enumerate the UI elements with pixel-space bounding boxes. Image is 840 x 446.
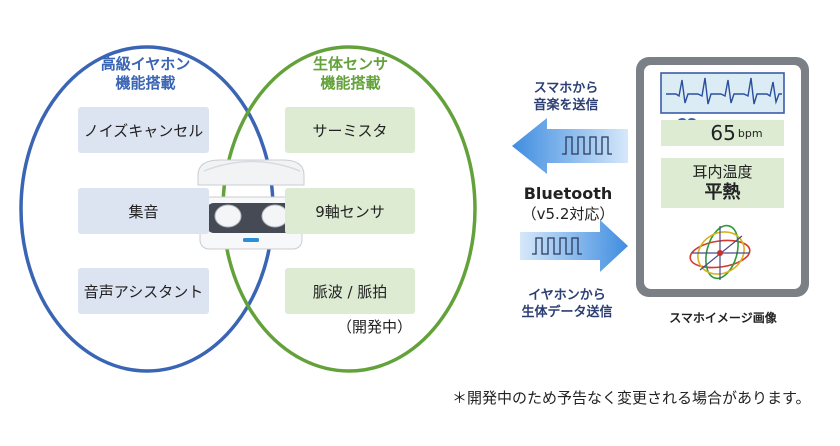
bpm-value: 65 [710,121,736,145]
ecg-panel [660,72,785,114]
bpm-unit: bpm [737,126,763,140]
temperature-label: 耳内温度 [692,163,753,181]
arrow-to-earbuds [512,118,628,174]
temperature-panel: 耳内温度 平熱 [661,158,784,208]
in-development-note: （開発中） [337,318,413,336]
feature-noise-cancel: ノイズキャンセル [78,107,209,153]
bpm-panel: 65 bpm [661,120,784,146]
bottom-arrow-label-line1: イヤホンから [528,288,606,303]
temperature-value: 平熱 [704,182,741,203]
bluetooth-label: Bluetooth （v5.2対応） [498,184,638,224]
top-arrow-label-line2: 音楽を送信 [533,98,599,113]
right-circle-title-line1: 生体センサ [312,55,388,73]
feature-thermistor: サーミスタ [285,107,415,153]
right-circle-title: 生体センサ 機能搭載 [293,55,408,93]
ecg-line-icon [666,77,782,105]
top-arrow-label: スマホから 音楽を送信 [506,80,626,114]
nine-axis-sensor-icon [689,224,751,280]
bluetooth-name: Bluetooth [523,184,613,203]
footnote: ＊開発中のため予告なく変更される場合があります。 [452,389,811,407]
left-circle-title: 高級イヤホン 機能搭載 [88,55,203,93]
bottom-arrow-label: イヤホンから 生体データ送信 [507,287,627,321]
arrow-to-phone [520,220,628,272]
earbuds-case-icon [197,159,305,250]
bluetooth-version: （v5.2対応） [521,205,615,223]
right-circle-title-line2: 機能搭載 [320,74,381,92]
feature-hearing-assist: 集音 [78,188,209,234]
feature-nine-axis-sensor: 9軸センサ [285,188,415,234]
square-wave-icon [532,237,582,255]
left-circle-title-line2: 機能搭載 [115,74,176,92]
phone-caption: スマホイメージ画像 [669,311,777,325]
left-circle-title-line1: 高級イヤホン [100,55,191,73]
square-wave-icon [562,136,612,155]
feature-pulse-wave: 脈波 / 脈拍 [285,268,415,314]
bottom-arrow-label-line2: 生体データ送信 [521,305,613,320]
feature-voice-assistant: 音声アシスタント [78,268,209,314]
top-arrow-label-line1: スマホから [533,81,599,96]
